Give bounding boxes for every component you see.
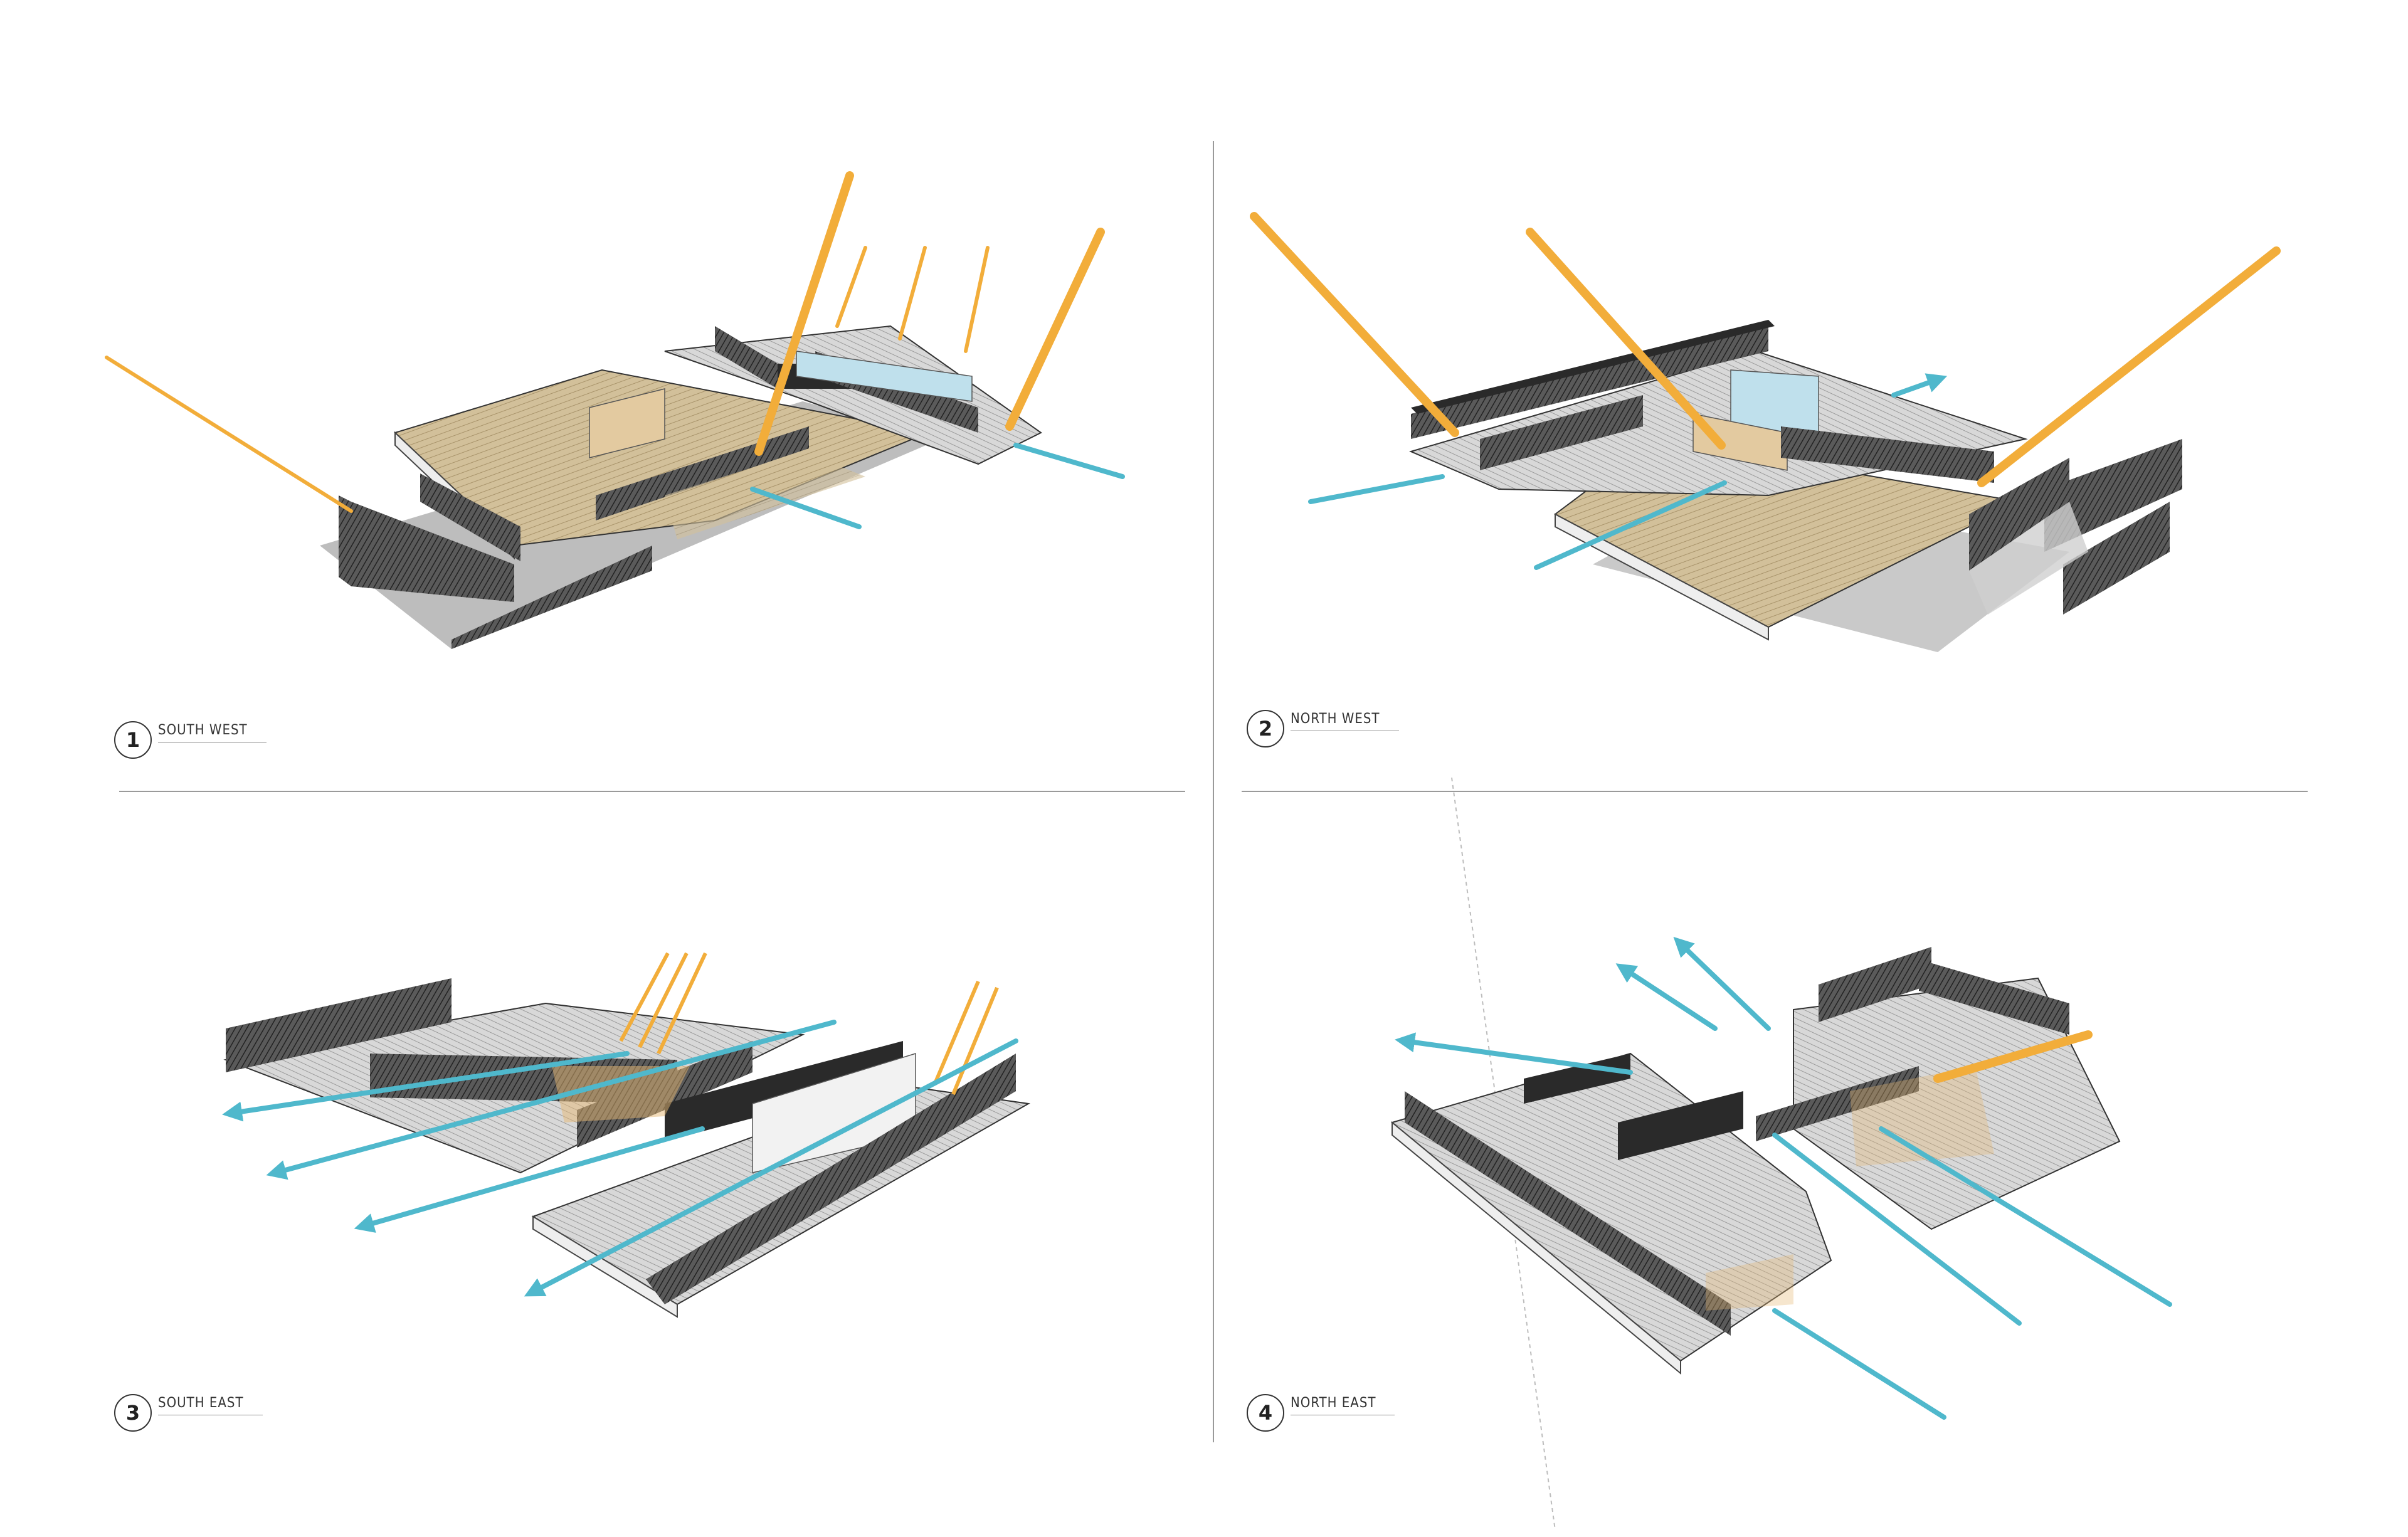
- warm-area: [1850, 1066, 1994, 1166]
- wind-arrow: [1772, 1308, 1946, 1420]
- wind-arrow: [1013, 443, 1125, 479]
- panel-number: 3: [114, 1394, 152, 1432]
- wind-arrow: [266, 1020, 837, 1180]
- panel-label: NORTH WEST: [1291, 711, 1399, 731]
- screen-wall-west: [1405, 1091, 1731, 1336]
- inner-wall: [1480, 395, 1643, 470]
- wind-arrow: [1308, 474, 1445, 504]
- screen-shadow: [1969, 502, 2088, 615]
- glass-wall: [796, 351, 973, 402]
- inner-wall: [665, 1041, 903, 1141]
- sun-ray: [932, 980, 980, 1086]
- wind-arrow: [222, 1051, 630, 1122]
- screen-wall-1: [1969, 458, 2069, 571]
- wind-arrow: [1879, 1126, 2172, 1307]
- screen-wall-a: [339, 495, 351, 586]
- sun-ray: [951, 986, 999, 1096]
- panel-label: SOUTH EAST: [158, 1395, 263, 1415]
- upper-wall-cap: [1411, 320, 1775, 414]
- panel-number: 1: [114, 721, 152, 759]
- screen-wall-north: [1819, 947, 1931, 1022]
- wind-arrow: [1772, 1133, 2022, 1326]
- sun-ray: [657, 952, 707, 1055]
- sun-ray: [754, 171, 854, 456]
- screen-wall-c: [420, 473, 520, 561]
- caption-panel-2: 2 NORTH WEST: [1247, 710, 1399, 747]
- upper-wall: [1411, 326, 1768, 439]
- sun-ray: [1977, 246, 2281, 487]
- sun-ray: [619, 952, 670, 1042]
- sun-ray: [105, 356, 353, 513]
- sun-ray: [1005, 228, 1105, 431]
- caption-panel-4: 4 NORTH EAST: [1247, 1394, 1395, 1432]
- wind-arrow: [1891, 373, 1948, 398]
- slab-edge: [532, 1215, 678, 1318]
- screen-wall-1: [226, 978, 452, 1072]
- screen-wall-2: [2044, 439, 2182, 552]
- panel-south-east: [222, 952, 1031, 1318]
- sun-ray: [1933, 1030, 2093, 1083]
- inner-wall-2: [1781, 426, 1994, 483]
- screen-wall-b: [351, 502, 514, 602]
- wind-arrow: [354, 1126, 705, 1233]
- slab-edge: [1391, 1121, 1681, 1375]
- sun-ray: [638, 952, 689, 1048]
- inner-wall-1: [715, 326, 778, 389]
- panel-label: SOUTH WEST: [158, 722, 267, 742]
- screen-wall-3: [2063, 502, 2170, 615]
- warm-area: [552, 1066, 690, 1122]
- wood-partition: [1692, 413, 1788, 471]
- caption-panel-3: 3 SOUTH EAST: [114, 1394, 263, 1432]
- sun-ray: [1526, 228, 1726, 450]
- panel-number: 4: [1247, 1394, 1284, 1432]
- panel-north-east: [1390, 936, 2172, 1420]
- wind-arrow: [1534, 480, 1727, 570]
- wood-partition: [589, 388, 665, 458]
- warm-area: [1706, 1254, 1793, 1311]
- inner-wall: [1524, 1054, 1630, 1104]
- inner-wall-3: [1756, 1066, 1919, 1141]
- wind-arrow: [524, 1038, 1018, 1297]
- sun-ray: [835, 246, 867, 328]
- screen-wall-4: [646, 1054, 1016, 1304]
- panel-label: NORTH EAST: [1291, 1395, 1395, 1415]
- panel-south-west: [105, 171, 1125, 649]
- wind-arrow: [1615, 963, 1718, 1031]
- panel-number: 2: [1247, 710, 1284, 747]
- caption-panel-1: 1 SOUTH WEST: [114, 721, 267, 759]
- screen-wall-north-2: [1919, 959, 2069, 1035]
- screen-wall-long: [452, 546, 652, 649]
- sun-ray: [898, 246, 927, 341]
- sun-ray: [964, 246, 990, 353]
- wind-arrow: [1673, 936, 1771, 1031]
- inner-wall-2: [1618, 1091, 1743, 1160]
- slab-edge: [1555, 513, 1769, 641]
- wind-arrow: [750, 487, 862, 529]
- panel-north-west: [1250, 212, 2281, 652]
- wind-arrow: [1395, 1032, 1633, 1075]
- sun-ray: [1250, 212, 1459, 437]
